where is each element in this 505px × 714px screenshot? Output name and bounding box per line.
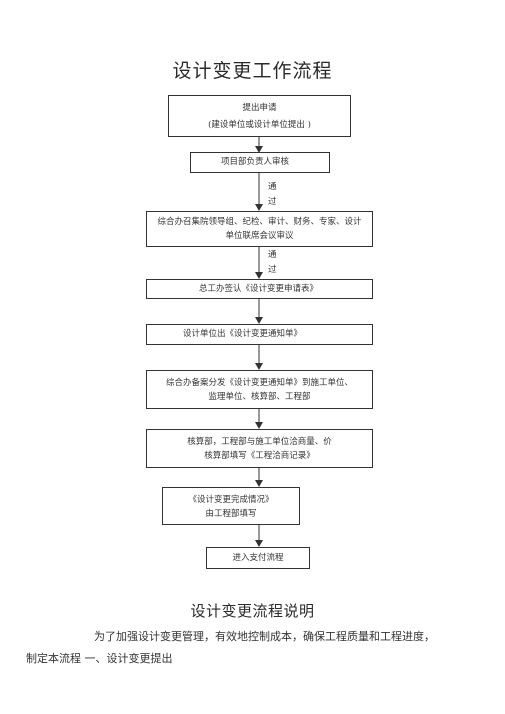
- flow-connectors: [255, 136, 263, 547]
- step-1-line2: (建设单位或设计单位提出 ): [208, 120, 311, 130]
- step-6-line1: 综合办备案分发《设计变更通知单》到施工单位、: [165, 378, 353, 388]
- step-4-line1: 总工办签认《设计变更申请表》: [199, 284, 319, 294]
- page-title: 设计变更工作流程: [172, 60, 333, 82]
- step-2-line1: 项目部负责人审核: [221, 157, 290, 167]
- step-3-line1: 综合办召集院领导组、纪检、审计、财务、专家、设计: [157, 217, 362, 227]
- step-negotiate-price: 核算部，工程部与施工单位洽商量、价 核算部填写《工程洽商记录》: [146, 429, 373, 468]
- step-design-change-notice: 设计单位出《设计变更通知单》: [146, 324, 373, 345]
- step-1-line1: 提出申请: [242, 103, 277, 113]
- pass-label-2: 通 过: [268, 250, 277, 275]
- step-enter-payment: 进入支付流程: [206, 547, 310, 569]
- step-5-line1: 设计单位出《设计变更通知单》: [183, 329, 303, 339]
- step-chief-engineer-sign: 总工办签认《设计变更申请表》: [146, 279, 373, 299]
- step-6-line2: 监理单位、核算部、工程部: [208, 392, 311, 402]
- paragraph-line-1: 为了加强设计变更管理，有效地控制成本，确保工程质量和工程进度，: [94, 630, 435, 643]
- step-distribute-notice: 综合办备案分发《设计变更通知单》到施工单位、 监理单位、核算部、工程部: [146, 370, 373, 409]
- paragraph-line-2: 制定本流程 一、设计变更提出: [26, 652, 173, 665]
- step-project-manager-review: 项目部负责人审核: [190, 152, 330, 173]
- step-joint-meeting-review: 综合办召集院领导组、纪检、审计、财务、专家、设计 单位联席会议审议: [146, 211, 373, 247]
- intro-paragraph: 为了加强设计变更管理，有效地控制成本，确保工程质量和工程进度， 制定本流程 一、…: [26, 626, 496, 670]
- step-7-line1: 核算部，工程部与施工单位洽商量、价: [187, 437, 332, 447]
- step-3-line2: 单位联席会议审议: [225, 231, 294, 241]
- step-completion-status: 《设计变更完成情况》 由工程部填写: [162, 487, 300, 525]
- step-7-line2: 核算部填写《工程洽商记录》: [204, 451, 315, 461]
- step-submit-application: 提出申请 (建设单位或设计单位提出 ): [168, 95, 351, 137]
- step-8-line2: 由工程部填写: [205, 509, 257, 519]
- section-title: 设计变更流程说明: [190, 602, 315, 620]
- step-9-line1: 进入支付流程: [232, 553, 284, 563]
- step-8-line1: 《设计变更完成情况》: [188, 495, 274, 505]
- pass-label-1: 通 过: [268, 182, 277, 207]
